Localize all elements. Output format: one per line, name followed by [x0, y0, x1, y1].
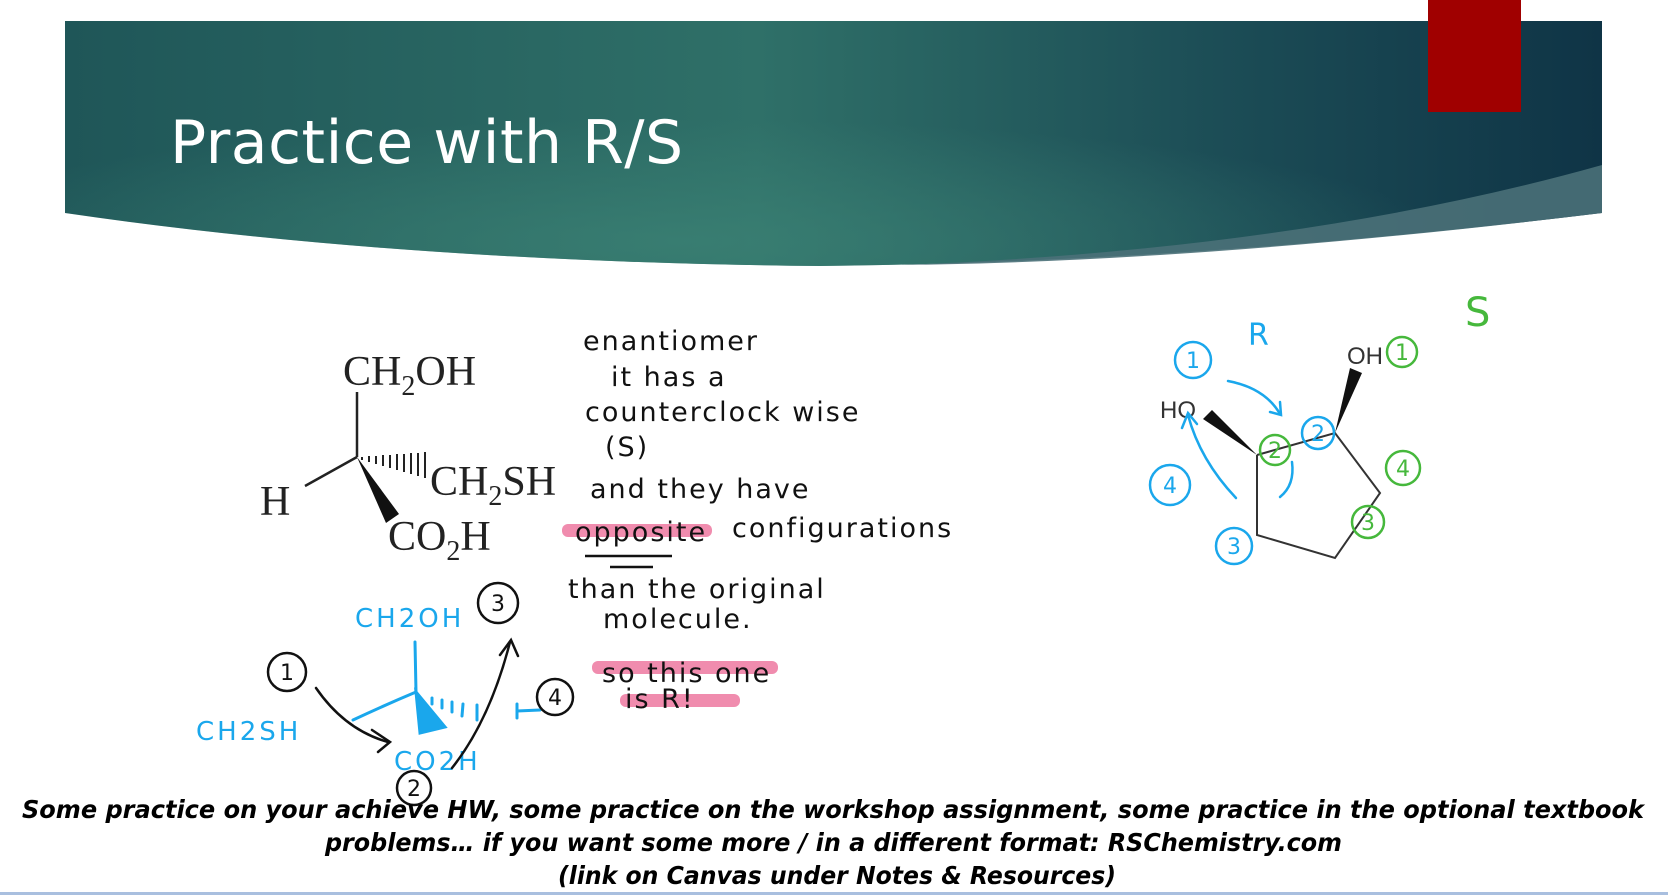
note-line: configurations	[732, 513, 953, 544]
note-line: than the original	[568, 574, 826, 605]
green-priority-2: 2	[1268, 439, 1282, 464]
substituent-top: CH2OH	[343, 349, 476, 402]
green-priority-1: 1	[1395, 341, 1409, 366]
substituent-bottom: CO2H	[388, 514, 491, 567]
structure-1: CH2OH H CH2SH CO2H	[260, 349, 556, 567]
highlight-opposite	[562, 524, 712, 537]
note-line: molecule.	[603, 604, 753, 635]
note-line: so this one	[602, 658, 771, 689]
substituent-left: H	[260, 479, 290, 525]
highlight-so-this-one	[592, 661, 778, 674]
hashed-bond	[361, 452, 426, 478]
wedge-bond-ho	[1203, 410, 1257, 455]
note-line: opposite	[575, 517, 707, 548]
note-line: (S)	[605, 432, 649, 463]
handwritten-notes: enantiomer it has a counterclock wise (S…	[562, 326, 953, 715]
red-accent-block	[1428, 0, 1521, 112]
config-label-r: R	[1248, 318, 1269, 353]
priority-4-badge: 4	[548, 686, 562, 711]
green-priority-4: 4	[1396, 457, 1410, 482]
note-line: counterclock wise	[585, 397, 860, 428]
blue-priority-3: 3	[1227, 535, 1241, 560]
footer-line-3: (link on Canvas under Notes & Resources)	[558, 861, 1116, 890]
blue-priority-1: 1	[1186, 349, 1200, 374]
drawn-top: CH2OH	[355, 604, 464, 634]
annotation-drawing: CH2OH 3 CH2SH CO2H 1 4 2	[196, 581, 575, 807]
wedge-bond	[357, 457, 399, 523]
ring	[1256, 431, 1382, 560]
footer: Some practice on your achieve HW, some p…	[0, 795, 1668, 895]
bottom-border	[0, 892, 1668, 895]
header-band: Practice with R/S	[65, 0, 1602, 266]
note-line: enantiomer	[583, 326, 759, 357]
note-line: it has a	[611, 362, 727, 393]
slide-title: Practice with R/S	[170, 108, 684, 178]
rotation-arrows	[314, 637, 520, 770]
green-priority-3: 3	[1361, 511, 1375, 536]
structure-2: S R OH HO 1 2 3 4 1 2 3 4	[1148, 290, 1490, 566]
blue-priority-2: 2	[1311, 422, 1325, 447]
priority-3-badge: 3	[491, 592, 505, 617]
oh-label: OH	[1347, 343, 1383, 370]
substituent-right: CH2SH	[430, 459, 556, 512]
note-line: is R!	[625, 684, 695, 715]
header-accent-swoosh	[900, 165, 1602, 265]
footer-line-2: problems… if you want some more / in a d…	[324, 828, 1342, 857]
blue-priority-4: 4	[1163, 474, 1177, 499]
note-line: and they have	[590, 474, 811, 505]
priority-1-badge: 1	[280, 661, 294, 686]
wedge-bond-oh	[1335, 368, 1362, 433]
highlight-is-r	[620, 694, 740, 707]
priority-2-badge: 2	[407, 777, 421, 802]
drawn-left: CH2SH	[196, 717, 301, 747]
footer-line-1: Some practice on your achieve HW, some p…	[22, 795, 1645, 824]
config-label-s: S	[1465, 290, 1490, 336]
